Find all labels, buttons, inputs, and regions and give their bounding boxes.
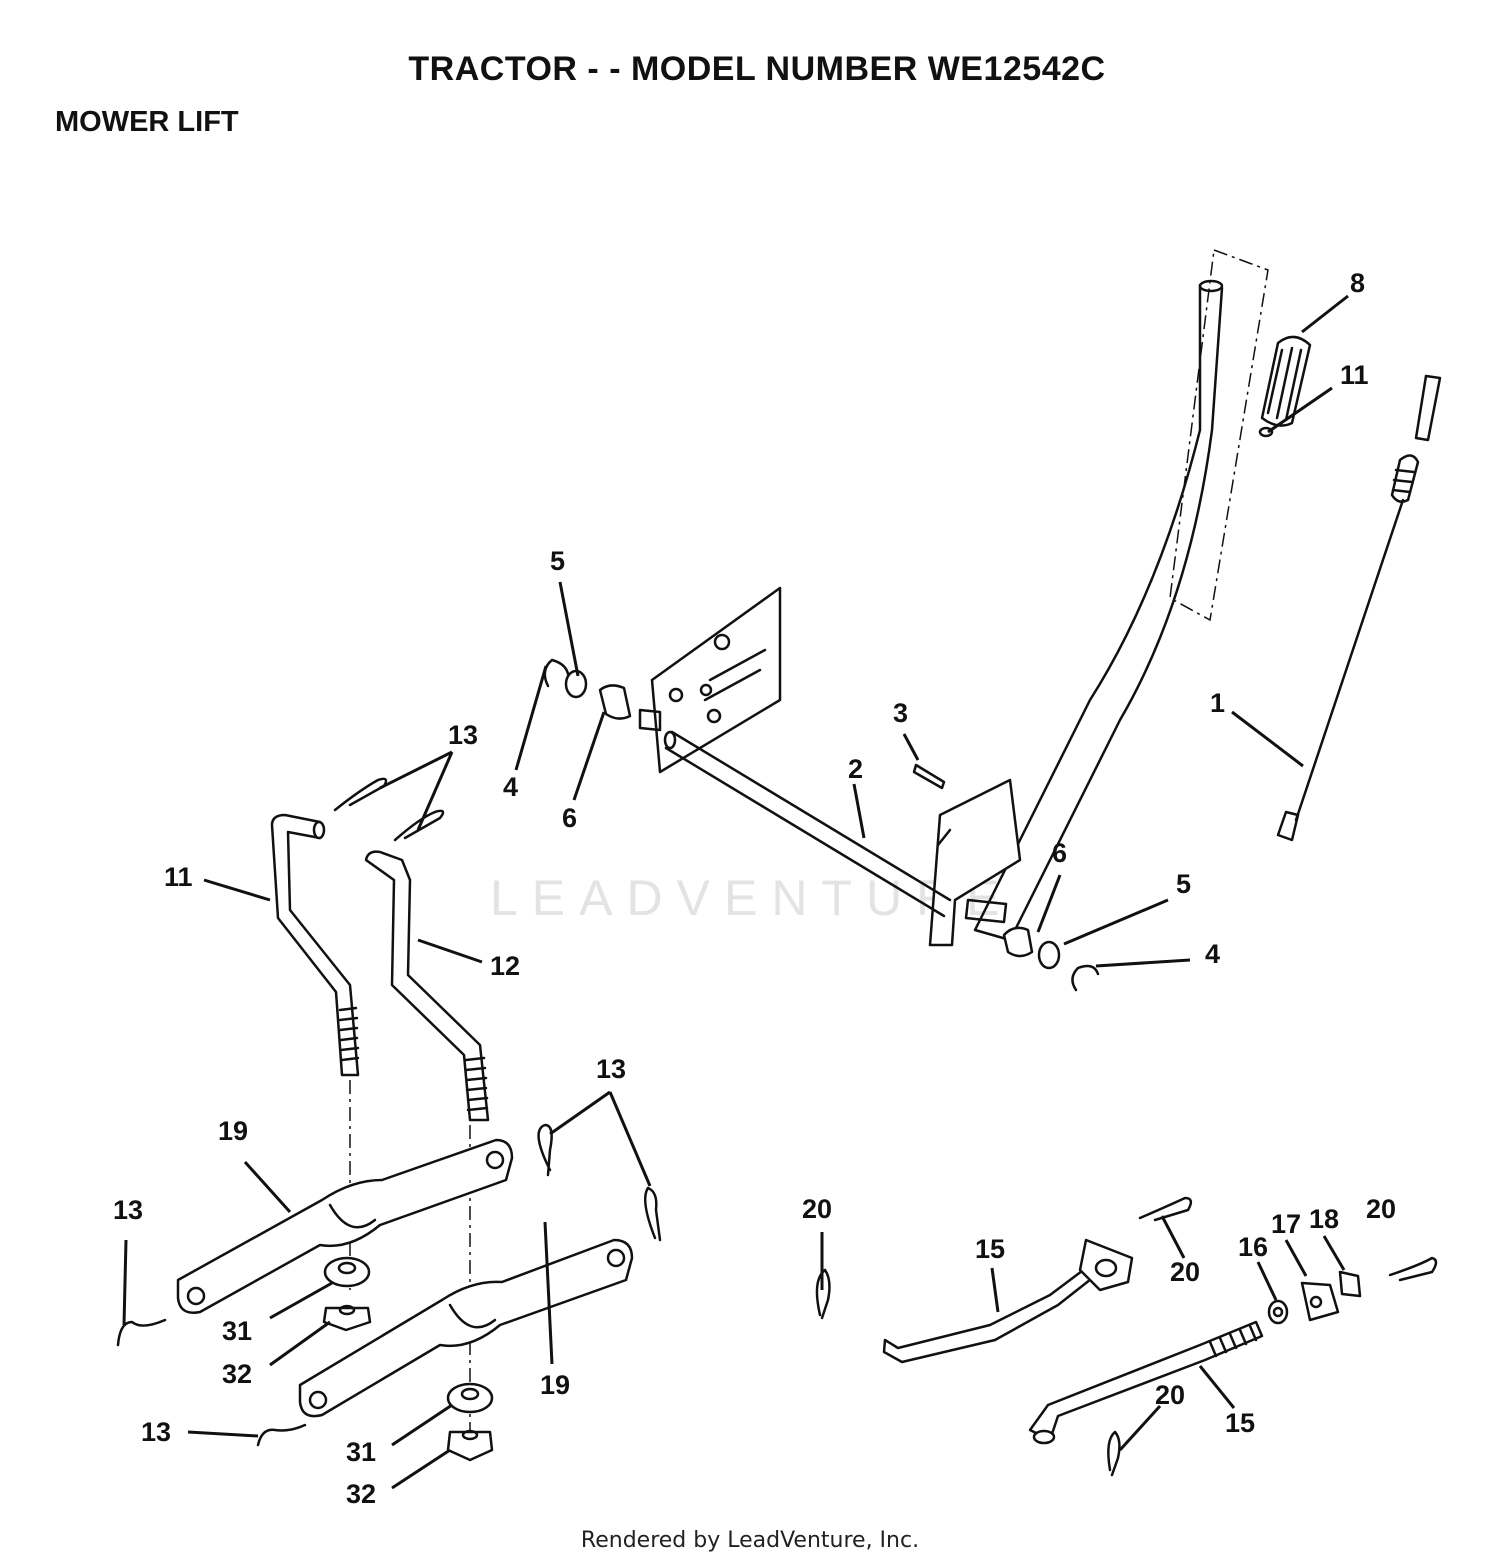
part-lift-arm-upper xyxy=(176,1138,514,1314)
callout-5-left: 5 xyxy=(550,546,565,576)
callout-32-left: 32 xyxy=(222,1359,252,1389)
part-nuts-right xyxy=(446,1382,494,1462)
callout-31-left: 31 xyxy=(222,1316,252,1346)
callout-18: 18 xyxy=(1309,1204,1339,1234)
callout-5-right: 5 xyxy=(1176,869,1191,899)
callout-4-left: 4 xyxy=(503,772,518,802)
callout-labels: 8 11 1 3 2 5 4 6 13 11 12 6 5 4 13 19 13… xyxy=(113,268,1396,1509)
part-lift-shaft xyxy=(638,586,1008,924)
callout-7: 8 xyxy=(1350,268,1365,298)
part-hardware-right xyxy=(1002,926,1100,992)
page-title: TRACTOR - - MODEL NUMBER WE12542C xyxy=(408,50,1106,88)
callout-20-left: 20 xyxy=(802,1194,832,1224)
callout-11: 11 xyxy=(164,862,193,892)
part-hairpins-20 xyxy=(815,1196,1438,1477)
callout-4-right: 4 xyxy=(1205,939,1220,969)
callout-3: 3 xyxy=(893,698,908,728)
callout-20-bottom: 20 xyxy=(1155,1380,1185,1410)
part-grip xyxy=(1258,335,1312,438)
part-lift-link-11 xyxy=(270,813,360,1077)
callout-1: 1 xyxy=(1210,688,1225,718)
part-nuts-left xyxy=(322,1256,372,1332)
callout-2: 2 xyxy=(848,754,863,784)
mower-lift-diagram: LEADVENTURE xyxy=(113,248,1442,1509)
leader-lines xyxy=(122,294,1349,1490)
callout-17: 17 xyxy=(1271,1209,1301,1239)
part-lift-rod xyxy=(1276,374,1442,842)
callout-13-mid: 13 xyxy=(596,1054,626,1084)
callout-20-mid: 20 xyxy=(1170,1257,1200,1287)
part-adjust-hardware xyxy=(1267,1270,1362,1325)
callout-12: 12 xyxy=(490,951,520,981)
callout-16: 16 xyxy=(1238,1232,1268,1262)
callout-15-lower: 15 xyxy=(1225,1408,1255,1438)
part-lift-link-12 xyxy=(364,850,490,1122)
callout-13-left: 13 xyxy=(113,1195,143,1225)
callout-19-lower: 19 xyxy=(540,1370,570,1400)
footer-credit: Rendered by LeadVenture, Inc. xyxy=(580,1528,920,1553)
callout-6-left: 6 xyxy=(562,803,577,833)
callout-19-upper: 19 xyxy=(218,1116,248,1146)
callout-32-right: 32 xyxy=(346,1479,376,1509)
callout-6-right: 6 xyxy=(1052,838,1067,868)
part-lift-lever xyxy=(928,248,1269,947)
section-title: MOWER LIFT xyxy=(55,106,239,138)
part-adjust-rod-upper xyxy=(882,1238,1134,1364)
callout-31-right: 31 xyxy=(346,1437,376,1467)
callout-8: 11 xyxy=(1340,360,1369,390)
callout-13-top: 13 xyxy=(448,720,478,750)
callout-13-bottom: 13 xyxy=(141,1417,171,1447)
callout-15-upper: 15 xyxy=(975,1234,1005,1264)
part-hardware-left xyxy=(543,658,632,720)
part-hairpins-13 xyxy=(116,777,662,1447)
part-adjust-rod-lower xyxy=(1028,1320,1264,1445)
part-roll-pin xyxy=(912,763,946,790)
callout-20-right: 20 xyxy=(1366,1194,1396,1224)
